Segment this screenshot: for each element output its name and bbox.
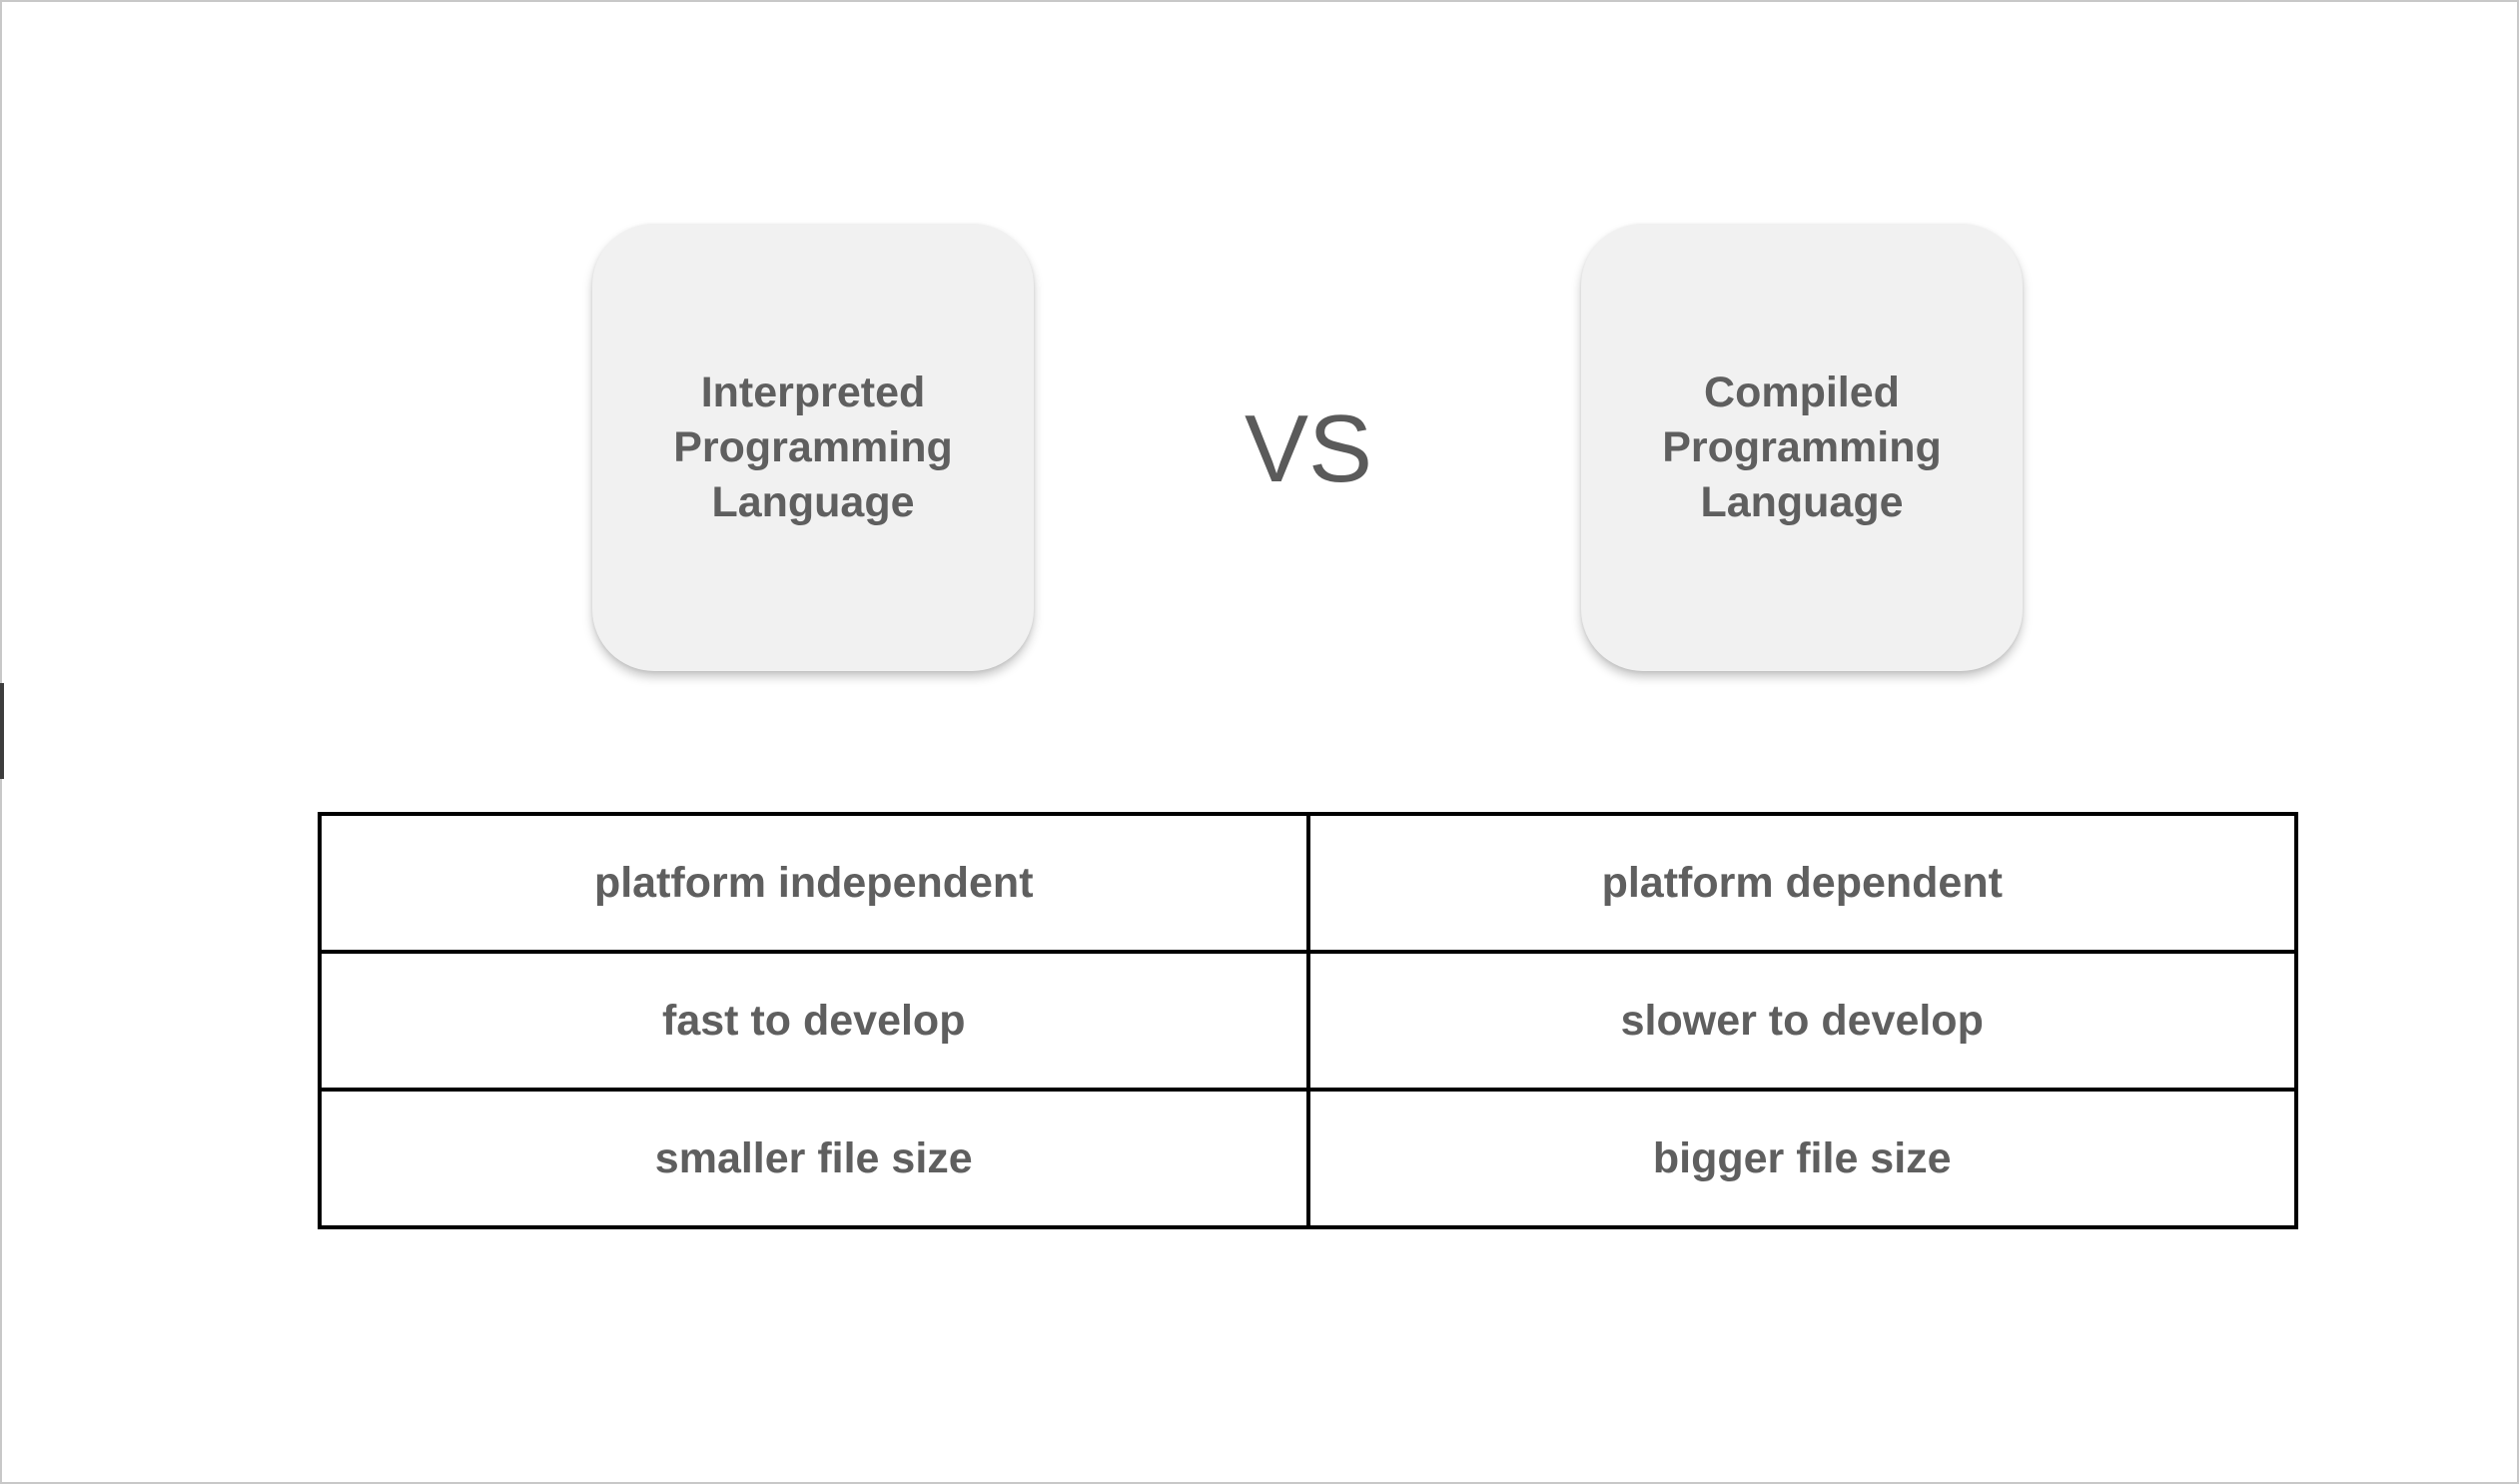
table-cell-compiled: bigger file size xyxy=(1305,1088,2298,1229)
interpreted-language-card: Interpreted Programming Language xyxy=(592,224,1034,671)
compiled-language-label: Compiled Programming Language xyxy=(1662,368,1942,526)
table-cell-interpreted: platform independent xyxy=(318,812,1310,954)
table-cell-compiled: platform dependent xyxy=(1305,812,2298,954)
table-cell-compiled: slower to develop xyxy=(1305,950,2298,1092)
table-cell-interpreted: fast to develop xyxy=(318,950,1310,1092)
edge-marker xyxy=(0,683,4,779)
comparison-table: platform independent platform dependent … xyxy=(318,812,2298,1229)
vs-label: VS xyxy=(1244,395,1373,502)
table-row: fast to develop slower to develop xyxy=(318,950,2298,1092)
table-cell-interpreted: smaller file size xyxy=(318,1088,1310,1229)
interpreted-language-label: Interpreted Programming Language xyxy=(673,368,953,526)
table-row: smaller file size bigger file size xyxy=(318,1088,2298,1229)
table-row: platform independent platform dependent xyxy=(318,812,2298,954)
compiled-language-card: Compiled Programming Language xyxy=(1581,224,2023,671)
